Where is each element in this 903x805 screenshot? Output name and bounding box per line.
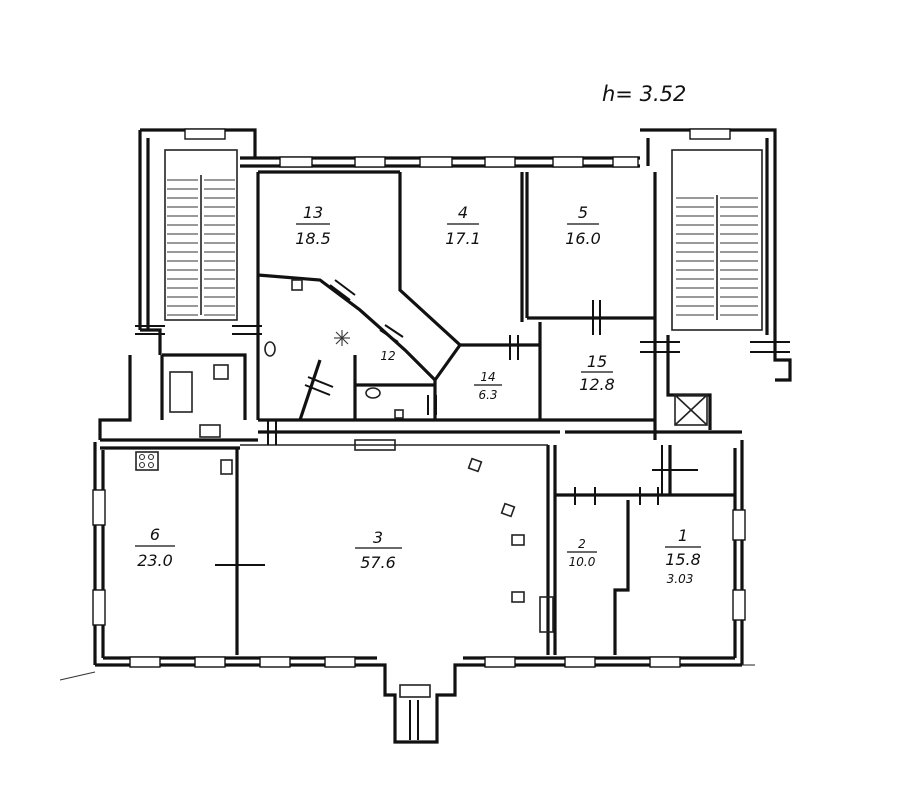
room-12-label: 12 bbox=[380, 349, 395, 363]
svg-text:1: 1 bbox=[678, 526, 688, 545]
toilet bbox=[264, 341, 276, 357]
toilet-2 bbox=[365, 387, 381, 399]
svg-text:10.0: 10.0 bbox=[569, 555, 596, 569]
light-fixture bbox=[334, 330, 350, 346]
fixtures bbox=[135, 279, 554, 698]
stove bbox=[135, 451, 159, 471]
svg-text:23.0: 23.0 bbox=[137, 551, 173, 570]
room-14-label: 14 6.3 bbox=[474, 370, 502, 402]
interior-walls-upper bbox=[100, 170, 742, 450]
svg-text:16.0: 16.0 bbox=[565, 229, 601, 248]
room-4-label: 4 17.1 bbox=[445, 203, 481, 248]
svg-text:15.8: 15.8 bbox=[665, 550, 701, 569]
sink bbox=[213, 364, 229, 380]
svg-text:57.6: 57.6 bbox=[360, 553, 396, 572]
left-staircase bbox=[164, 149, 238, 321]
elevator-shaft bbox=[674, 394, 708, 426]
ceiling-height-label: h= 3.52 bbox=[602, 82, 686, 106]
svg-text:18.5: 18.5 bbox=[295, 229, 331, 248]
interior-walls-lower bbox=[235, 444, 735, 655]
right-staircase bbox=[671, 149, 763, 426]
outer-walls bbox=[59, 128, 792, 744]
svg-text:4: 4 bbox=[458, 203, 468, 222]
sink-2 bbox=[199, 424, 221, 438]
room-2-label: 2 10.0 bbox=[567, 537, 597, 569]
svg-text:2: 2 bbox=[578, 537, 586, 551]
svg-text:14: 14 bbox=[480, 370, 495, 384]
room-1-label: 1 15.8 3.03 bbox=[665, 526, 701, 586]
svg-text:6.3: 6.3 bbox=[478, 388, 497, 402]
svg-text:3.03: 3.03 bbox=[667, 572, 694, 586]
bathtub bbox=[169, 371, 193, 413]
svg-text:6: 6 bbox=[150, 525, 160, 544]
room-6-label: 6 23.0 bbox=[135, 525, 175, 570]
svg-text:12.8: 12.8 bbox=[579, 375, 615, 394]
room-3-label: 3 57.6 bbox=[355, 528, 402, 572]
room-15-label: 15 12.8 bbox=[579, 352, 615, 394]
sink-kitchen bbox=[220, 459, 233, 475]
labels: h= 3.52 13 18.5 4 17.1 5 16.0 12 14 6.3 bbox=[135, 82, 701, 586]
svg-text:15: 15 bbox=[587, 352, 607, 371]
door-marks bbox=[135, 279, 790, 740]
svg-text:3: 3 bbox=[373, 528, 383, 547]
room-5-label: 5 16.0 bbox=[565, 203, 601, 248]
svg-text:13: 13 bbox=[303, 203, 323, 222]
svg-text:17.1: 17.1 bbox=[445, 229, 481, 248]
svg-text:5: 5 bbox=[578, 203, 588, 222]
room-13-label: 13 18.5 bbox=[295, 203, 331, 248]
windows bbox=[92, 128, 746, 668]
